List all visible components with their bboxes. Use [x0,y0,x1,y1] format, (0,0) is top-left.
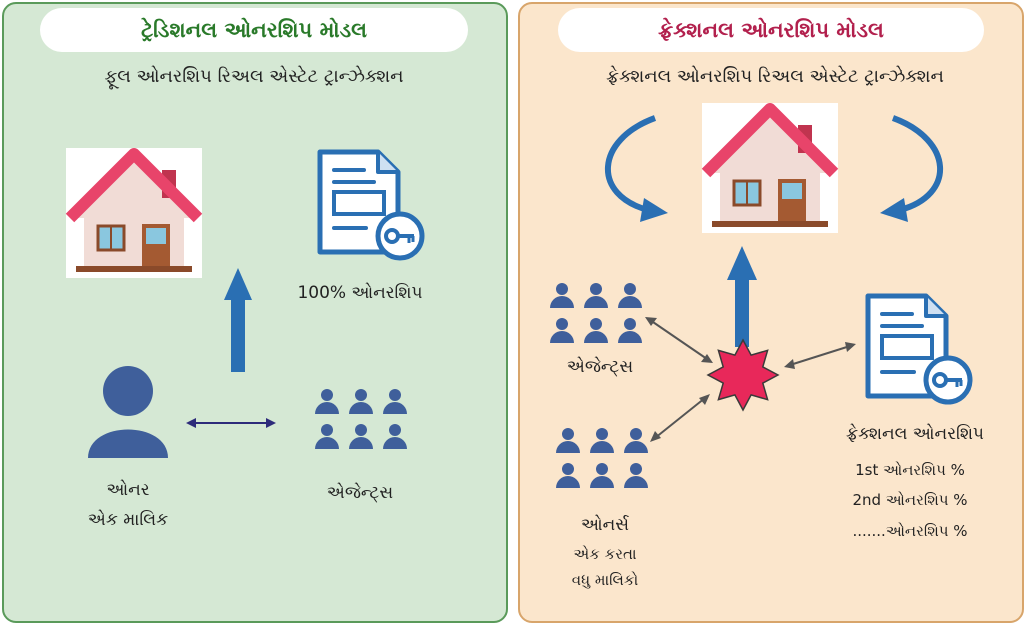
agents-label: એજેન્ટ્સ [566,357,634,377]
curved-arrow-right-icon [880,115,943,222]
connector-arrows-icon [645,317,856,442]
curved-arrow-left-icon [605,115,668,222]
house-icon [702,103,838,233]
owners-label: ઓનર્સ [580,515,630,535]
up-arrow-icon [727,246,757,347]
full-ownership-label: 100% ઓનરશિપ [297,283,423,303]
agents-label: એજેન્ટ્સ [326,483,394,503]
owner-label: ઓનર [106,480,150,500]
starburst-icon [706,338,780,412]
share-line: .......ઓનરશિપ % [852,522,968,540]
traditional-panel [2,2,508,623]
people-group-icon [550,283,642,343]
owners-sublabel: વધુ માલિકો [571,571,639,589]
owner-sublabel: એક માલિક [87,510,169,530]
fractional-subtitle: ફ્રેક્શનલ ઓનરશિપ રિઅલ એસ્ટેટ ટ્રાન્ઝેક્શ… [606,66,944,87]
up-arrow-icon [224,268,252,372]
fractional-title: ફ્રેક્શનલ ઓનરશિપ મોડલ [558,8,984,52]
traditional-title: ટ્રેડિશનલ ઓનરશિપ મોડલ [40,8,468,52]
share-line: 2nd ઓનરશિપ % [852,491,968,509]
house-icon [66,148,202,278]
owners-sublabel: એક કરતા [573,545,637,563]
people-group-icon [315,389,407,449]
person-icon [88,366,168,458]
traditional-subtitle: ફૂલ ઓનરશિપ રિઅલ એસ્ટેટ ટ્રાન્ઝેક્શન [104,66,404,87]
people-group-icon [556,428,648,488]
double-arrow-icon [186,418,276,428]
document-key-icon [320,152,422,258]
share-line: 1st ઓનરશિપ % [855,461,965,479]
document-key-icon [868,296,970,402]
fractional-ownership-label: ફ્રેક્શનલ ઓનરશિપ [846,424,984,444]
